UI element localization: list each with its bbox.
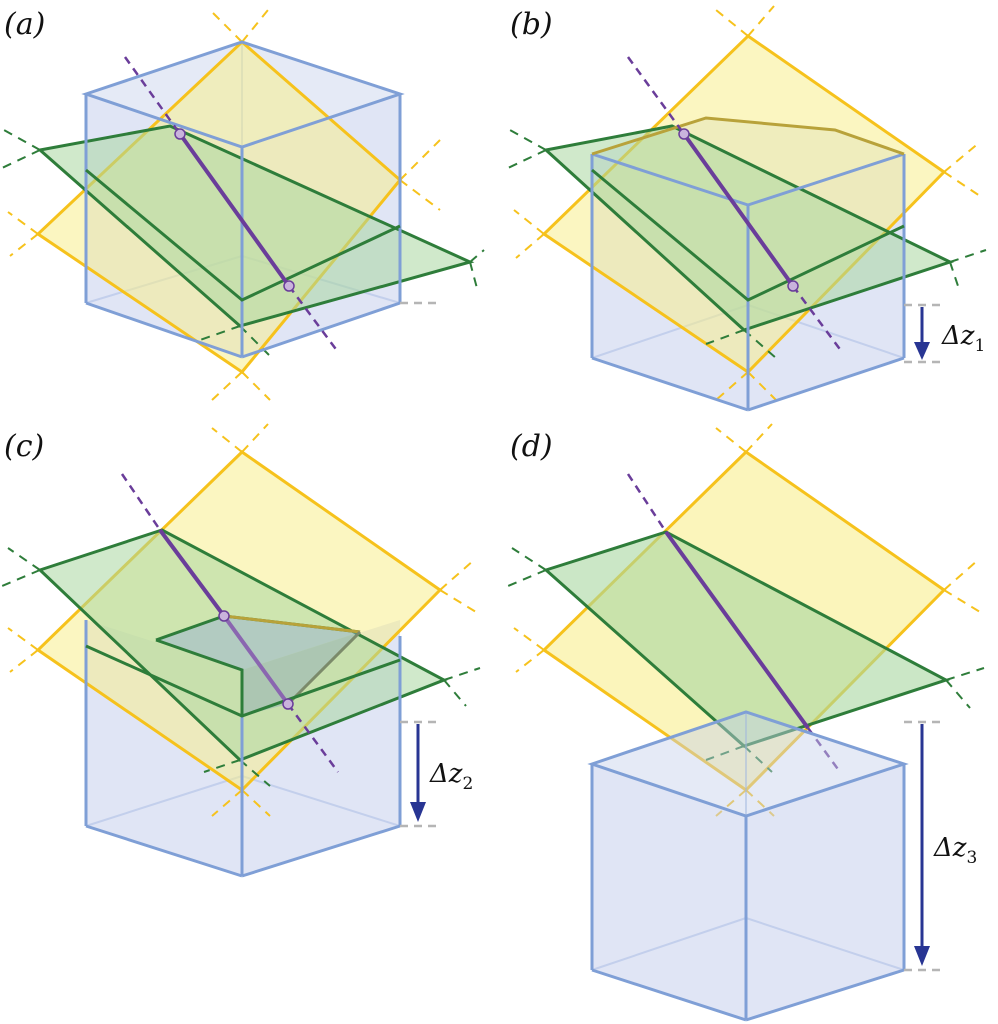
panel-label-b: (b): [510, 7, 553, 42]
cube-d-right-face: [746, 764, 904, 1020]
panel-c: (c): [1, 423, 481, 878]
offset-label-d: Δz3: [933, 833, 977, 868]
offset-label-c: Δz2: [429, 759, 473, 794]
yellow-cut-c-2: [286, 630, 362, 706]
cube-d-left-face: [592, 764, 746, 1020]
intersection-line-a-ext-top: [123, 56, 182, 135]
intersection-line-d: [664, 530, 810, 730]
offset-arrow-d: [904, 720, 944, 972]
offset-label-b: Δz1: [941, 321, 985, 356]
green-plane-c-extensions: [1, 547, 481, 787]
cube-a-edges: [81, 40, 405, 359]
intersection-line-c: [158, 528, 226, 618]
cube-c-cut-edges-2: [155, 638, 244, 716]
panel-a: (a): [1, 7, 485, 401]
panel-b: (b): [507, 5, 987, 412]
panel-label-c: (c): [4, 429, 44, 464]
green-cut-a: [85, 168, 401, 302]
intersection-point-a-1: [174, 128, 186, 140]
intersection-line-c-inner: [222, 614, 290, 706]
cube-c-cut-right: [242, 632, 360, 716]
yellow-plane-c-extensions: [7, 423, 477, 817]
intersection-point-c-2: [282, 698, 294, 710]
yellow-cut-c: [223, 614, 361, 634]
yellow-plane-b-extensions: [513, 5, 981, 401]
intersection-line-c-ext-bottom: [286, 703, 340, 773]
yellow-plane-a-extensions: [7, 9, 441, 401]
intersection-point-a-2: [283, 280, 295, 292]
green-plane-d-extensions: [507, 547, 985, 773]
intersection-line-b-ext-top: [626, 56, 686, 135]
intersection-line-c-ext-top: [120, 473, 162, 531]
intersection-line-a: [178, 132, 291, 288]
intersection-point-c-1: [218, 610, 230, 622]
cube-b-edges: [590, 152, 906, 412]
intersection-point-b-1: [678, 128, 690, 140]
offset-arrow-b: [904, 303, 944, 364]
yellow-cut-b: [591, 116, 905, 156]
green-plane-a-extensions: [1, 129, 485, 357]
green-cut-b: [591, 168, 905, 302]
yellow-plane-d-extensions: [513, 423, 981, 817]
intersection-line-d-ext-bottom: [806, 727, 842, 773]
intersection-point-b-2: [787, 280, 799, 292]
panel-d: (d): [507, 423, 985, 1022]
cube-d-edges: [587, 710, 909, 1022]
intersection-line-d-ext-top: [626, 473, 668, 533]
cube-c-edges: [84, 620, 402, 878]
panel-label-a: (a): [4, 7, 45, 42]
panel-label-d: (d): [510, 429, 553, 464]
green-cut-c: [85, 644, 401, 718]
offset-arrow-c: [400, 720, 440, 828]
intersection-line-b: [682, 132, 795, 288]
